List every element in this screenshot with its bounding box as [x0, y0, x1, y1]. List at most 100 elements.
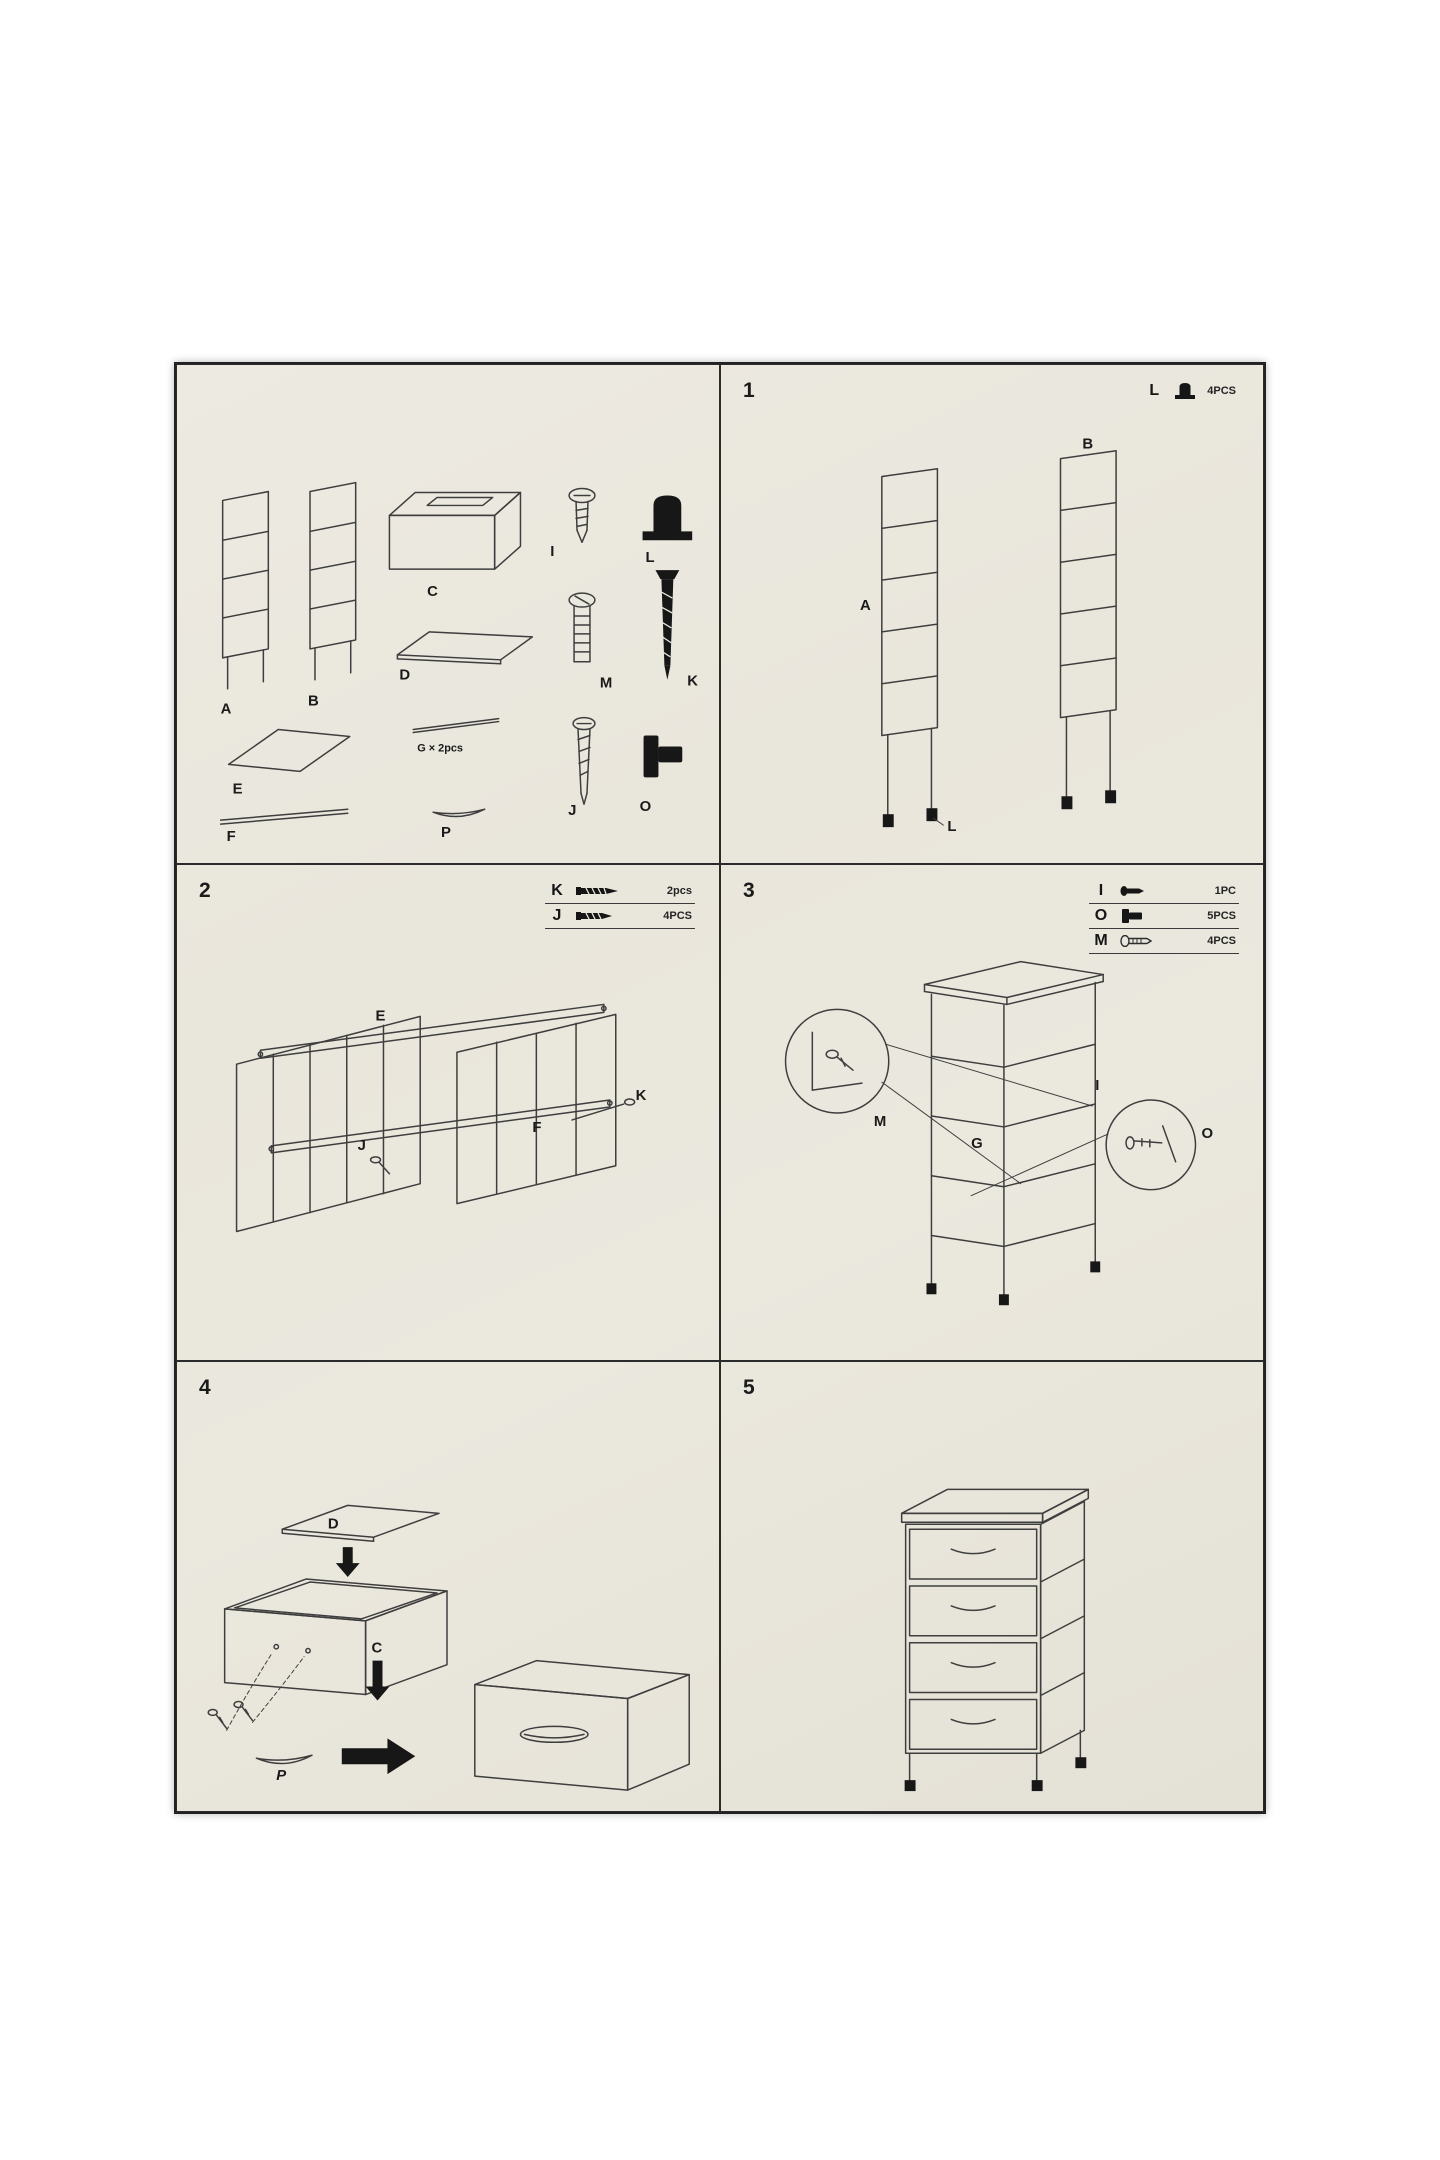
step4-handle-p-drawing: [255, 1754, 313, 1765]
part-label-e: E: [233, 781, 243, 797]
part-rod-g-drawing: [412, 717, 500, 734]
legend-qty-m: 4PCS: [1207, 935, 1236, 947]
step-3-legend: I 1PC O 5PCS: [1089, 879, 1239, 954]
step-1-legend: L 4PCS: [1142, 379, 1239, 403]
step3-label-g: G: [971, 1136, 983, 1152]
part-label-d: D: [399, 668, 410, 684]
step3-magnifier-m: [784, 1008, 890, 1114]
part-frame-a-drawing: [221, 490, 270, 690]
part-label-k: K: [687, 674, 698, 690]
legend-row-o: O 5PCS: [1089, 904, 1239, 929]
part-drawer-frame-c-drawing: [388, 491, 522, 570]
panel-parts-overview: A B C D G × 2pcs E F P I M J L K O: [176, 364, 720, 864]
cap-icon: [1173, 382, 1197, 400]
step-3-number: 3: [743, 879, 755, 902]
legend-qty-o: 5PCS: [1207, 910, 1236, 922]
part-label-o: O: [640, 799, 652, 815]
right-arrow-icon: [341, 1738, 416, 1775]
step4-label-d: D: [328, 1516, 339, 1532]
step2-label-k: K: [636, 1088, 647, 1104]
part-panel-e-drawing: [227, 728, 351, 773]
part-label-f: F: [227, 829, 236, 845]
part-label-i: I: [550, 544, 554, 560]
step-4-number: 4: [199, 1376, 211, 1399]
step4-top-panel-d-drawing: [281, 1504, 440, 1542]
step3-label-o: O: [1201, 1126, 1213, 1142]
step-1-diagram: A B L: [860, 437, 1117, 835]
step2-label-j: J: [358, 1138, 366, 1154]
step-2-number: 2: [199, 879, 211, 902]
part-label-j: J: [568, 803, 576, 819]
step1-label-l: L: [947, 819, 956, 835]
step3-label-i: I: [1095, 1078, 1099, 1094]
step4-drawer-frame-c-drawing: [223, 1578, 448, 1696]
step-1-number: 1: [743, 379, 755, 402]
step2-label-e: E: [376, 1008, 386, 1024]
legend-part-k: K: [551, 882, 563, 899]
legend-part-l: L: [1149, 382, 1160, 399]
bolt-icon: [1120, 935, 1154, 947]
part-bolt-m-drawing: [568, 592, 596, 663]
step4-label-p: P: [276, 1768, 286, 1784]
part-screw-i-drawing: [568, 487, 596, 544]
part-label-b: B: [308, 694, 319, 710]
legend-qty-k: 2pcs: [666, 885, 692, 897]
screw-icon: [576, 910, 616, 922]
legend-row-j: J 4PCS: [545, 904, 695, 929]
legend-row-i: I 1PC: [1089, 879, 1239, 904]
instruction-sheet: A B C D G × 2pcs E F P I M J L K O 1 L: [174, 362, 1266, 1814]
step3-frame-drawing: [881, 960, 1109, 1296]
part-label-l: L: [646, 550, 655, 566]
panel-step-3: 3 I 1PC: [720, 864, 1264, 1361]
parts-overview-diagram: A B C D G × 2pcs E F P I M J L K O: [219, 481, 698, 845]
part-rod-f-drawing: [219, 808, 349, 825]
part-connector-o-drawing: [643, 735, 683, 778]
step2-label-f: F: [532, 1120, 541, 1136]
step-2-diagram: E F K J: [235, 1003, 647, 1233]
step-4-diagram: D C P: [207, 1504, 690, 1791]
step-5-number: 5: [743, 1376, 755, 1399]
down-arrow-icon: [335, 1547, 360, 1578]
part-frame-b-drawing: [309, 481, 357, 681]
step2-assembly-drawing: [235, 1003, 636, 1233]
step1-label-b: B: [1082, 437, 1093, 453]
connector-icon: [1120, 908, 1144, 924]
panel-step-4: 4: [176, 1361, 720, 1812]
step3-label-m: M: [874, 1114, 886, 1130]
part-screw-k-drawing: [655, 570, 680, 680]
legend-part-o: O: [1094, 907, 1108, 924]
step1-frame-a-drawing: [881, 467, 939, 816]
screw-icon: [576, 885, 622, 897]
legend-qty-j: 4PCS: [663, 910, 692, 922]
legend-part-i: I: [1098, 882, 1104, 899]
part-label-c: C: [427, 584, 438, 600]
legend-part-m: M: [1094, 932, 1108, 949]
step-3-diagram: M G I O: [784, 960, 1213, 1306]
step4-fabric-drawer-drawing: [474, 1659, 690, 1791]
legend-row-m: M 4PCS: [1089, 929, 1239, 954]
part-cap-l-drawing: [642, 495, 693, 541]
small-screw-icon: [1120, 885, 1146, 897]
part-label-a: A: [221, 702, 232, 718]
legend-part-j: J: [552, 907, 562, 924]
part-label-g: G × 2pcs: [417, 742, 463, 754]
step5-finished-unit-drawing: [900, 1488, 1090, 1781]
part-label-m: M: [600, 676, 612, 692]
panel-step-5: 5: [720, 1361, 1264, 1812]
part-handle-p-drawing: [432, 808, 486, 818]
step-5-diagram: [900, 1488, 1090, 1792]
legend-row-k: K 2pcs: [545, 879, 695, 904]
legend-qty-l: 4PCS: [1207, 385, 1236, 397]
step1-feet-drawing: [882, 790, 1117, 828]
step3-magnifier-o: [1105, 1099, 1197, 1191]
step-2-legend: K 2pcs J: [545, 879, 695, 929]
step3-feet-drawing: [926, 1261, 1101, 1306]
step4-label-c: C: [372, 1641, 383, 1657]
part-label-p: P: [441, 825, 451, 841]
part-screw-j-drawing: [572, 716, 596, 805]
down-arrow-icon: [365, 1660, 390, 1701]
part-top-panel-d-drawing: [396, 631, 534, 665]
step1-frame-b-drawing: [1059, 450, 1117, 798]
step1-label-a: A: [860, 598, 871, 614]
legend-qty-i: 1PC: [1214, 885, 1236, 897]
